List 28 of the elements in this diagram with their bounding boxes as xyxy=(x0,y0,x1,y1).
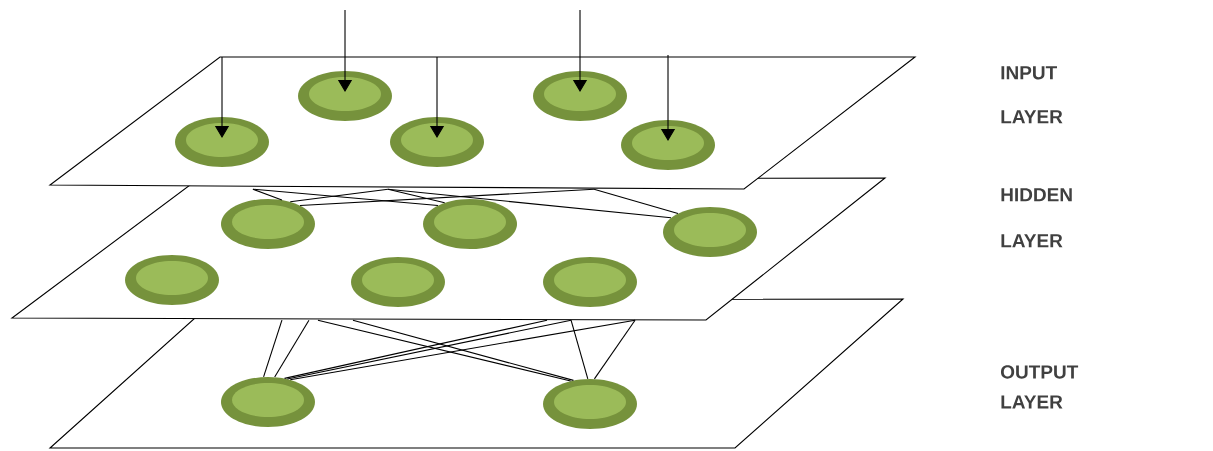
connection-line xyxy=(593,188,679,215)
neuron xyxy=(351,257,445,307)
connection-line xyxy=(263,319,283,378)
neuron xyxy=(533,71,627,121)
neuron xyxy=(543,257,637,307)
connection-line xyxy=(387,188,672,219)
layer-label: OUTPUT LAYER xyxy=(1001,365,1079,409)
connection-line xyxy=(252,188,439,207)
neuron xyxy=(175,117,269,167)
neuron xyxy=(221,199,315,249)
connection-line xyxy=(593,319,636,380)
neuron xyxy=(663,207,757,257)
neuron xyxy=(125,255,219,305)
neuron xyxy=(543,379,637,429)
connection-line xyxy=(352,319,575,381)
neuron xyxy=(423,199,517,249)
layer-label: HIDDEN LAYER xyxy=(1001,188,1072,248)
connection-line xyxy=(274,319,310,378)
layer-label: INPUT LAYER xyxy=(1001,66,1063,124)
connection-line xyxy=(299,188,595,207)
neuron xyxy=(221,377,315,427)
neuron xyxy=(621,120,715,170)
connection-line xyxy=(289,319,636,381)
neuron xyxy=(298,71,392,121)
connection-line xyxy=(570,319,589,380)
connection-line xyxy=(252,188,283,201)
connection-line xyxy=(289,188,389,203)
neuron xyxy=(390,117,484,167)
